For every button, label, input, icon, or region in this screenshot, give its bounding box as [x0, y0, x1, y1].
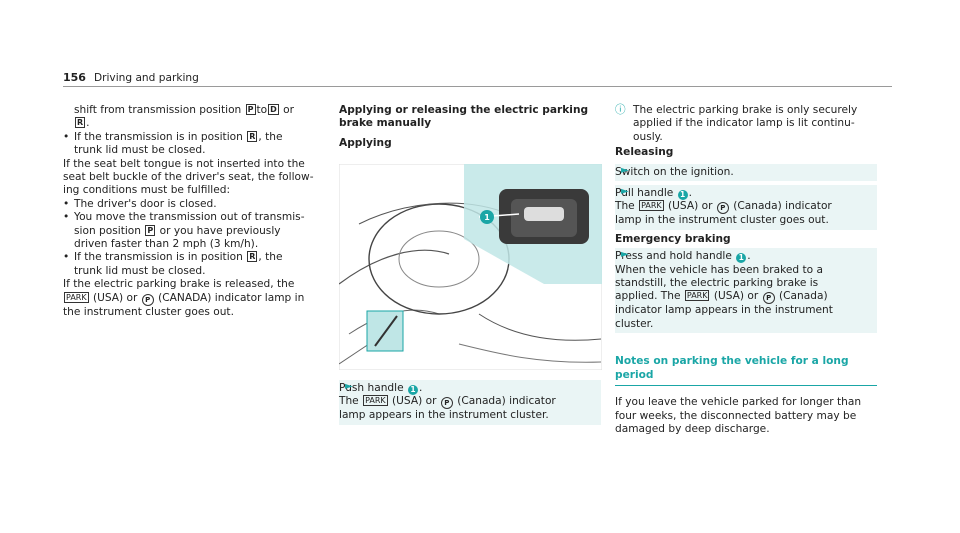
arrow-right-icon: ►: [345, 381, 353, 392]
park-icon: PARK: [363, 395, 388, 407]
column-2: Applying or releasing the electric parki…: [339, 104, 601, 150]
parking-brake-circle-icon: P: [716, 202, 729, 215]
step-push-handle: ► Push handle 1. The PARK (USA) or P (Ca…: [339, 380, 601, 425]
section-title: Driving and parking: [93, 72, 199, 84]
paragraph: If you leave the vehicle parked for long…: [615, 396, 862, 435]
key-r: R: [75, 117, 86, 129]
park-icon: PARK: [64, 291, 89, 303]
park-icon: PARK: [639, 200, 664, 212]
info-icon: ⓘ: [615, 104, 626, 116]
svg-text:1: 1: [484, 213, 490, 222]
step-pull-handle: ► Pull handle 1. The PARK (USA) or P (Ca…: [615, 185, 877, 230]
subheading-emergency: Emergency braking: [615, 232, 731, 245]
arrow-right-icon: ►: [621, 164, 629, 176]
paragraph: If the electric parking brake is release…: [63, 278, 305, 318]
header-rule: [63, 86, 892, 87]
info-note: ⓘ The electric parking brake is only sec…: [615, 104, 858, 143]
page-header: 156 Driving and parking: [63, 71, 199, 85]
bullet-item: • If the transmission is in position R, …: [63, 130, 283, 157]
bullet-item: • You move the transmission out of trans…: [63, 211, 305, 251]
parking-brake-circle-icon: P: [440, 397, 453, 410]
bullet-item: •The driver's door is closed.: [63, 197, 217, 210]
parking-brake-illustration: 1: [339, 164, 602, 370]
callout-number: 1: [408, 385, 418, 395]
step-ignition: ► Switch on the ignition.: [615, 163, 877, 182]
parking-brake-circle-icon: P: [141, 293, 154, 306]
subheading-applying: Applying: [339, 136, 392, 149]
bullet-item: • If the transmission is in position R, …: [63, 251, 283, 277]
key-d: D: [268, 104, 279, 115]
arrow-right-icon: ►: [621, 249, 629, 261]
step-press-handle: ► Press and hold handle 1. When the vehi…: [615, 248, 877, 334]
parking-brake-circle-icon: P: [762, 292, 775, 305]
column-3: ⓘ The electric parking brake is only sec…: [615, 104, 877, 436]
arrow-right-icon: ►: [621, 186, 629, 198]
subheading-releasing: Releasing: [615, 146, 674, 159]
paragraph: If the seat belt tongue is not inserted …: [63, 157, 314, 197]
section-heading: Applying or releasing the electric parki…: [339, 104, 589, 130]
key-p: P: [245, 104, 256, 115]
page-number: 156: [63, 71, 86, 84]
callout-1: [480, 210, 494, 224]
